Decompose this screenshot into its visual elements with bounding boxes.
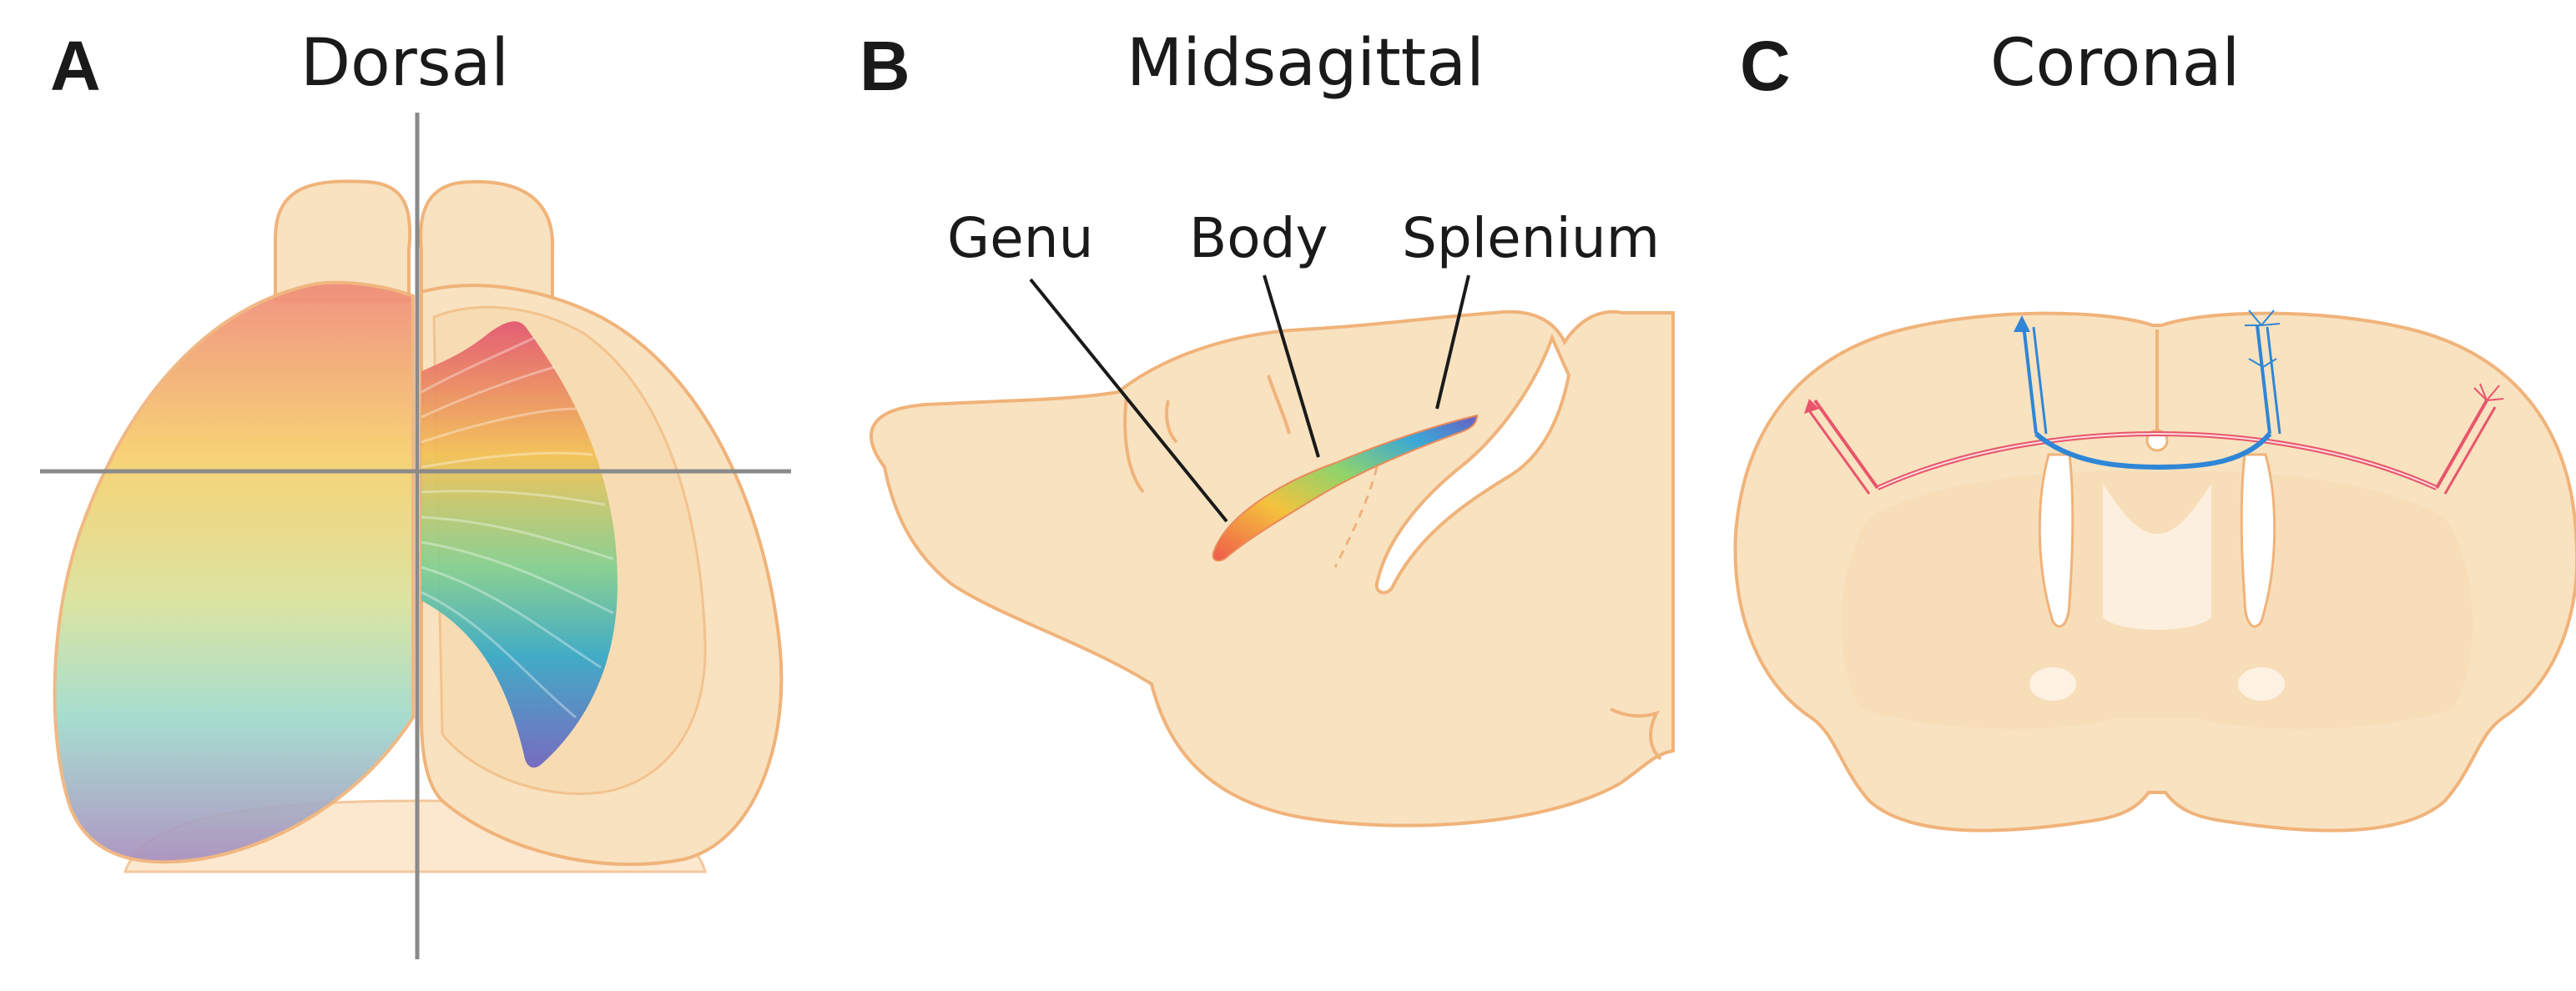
lateral-ventricle [1374,333,1571,595]
callosal-fiber-fan [421,321,618,768]
panel-a-title: Dorsal [300,26,509,101]
splenium-leader-line [1435,274,1470,410]
red-projection-right-2 [2443,406,2497,495]
body-label: Body [1189,206,1328,270]
splenium-label: Splenium [1402,206,1660,270]
red-terminal-arbor [2473,383,2504,401]
blue-terminal-arbor [2245,309,2281,368]
body-leader-line [1263,274,1320,458]
ventricle-left [2038,453,2074,628]
blue-projection-right-2 [2266,326,2281,435]
left-hemisphere [53,280,415,864]
panel-a-letter: A [50,27,101,105]
callosal-band-highlight [1877,432,2437,489]
genu-leader-line [1029,278,1228,523]
olfactory-bulb-left [274,179,412,302]
panel-b: B Midsagittal Genu Body Splenium [860,26,1675,828]
red-projection-right [2435,400,2488,489]
panel-a: A Dorsal [40,26,791,959]
blue-arrowhead-left [2014,315,2030,332]
panel-b-title: Midsagittal [1127,26,1485,101]
genu-label: Genu [947,206,1093,270]
panel-b-letter: B [860,27,910,105]
sulcus-2 [1267,375,1291,435]
panel-c: C Coronal [1733,26,2576,833]
nucleus-left [2029,667,2076,701]
sulcus-1 [1123,395,1145,494]
blue-projection-left-2 [2032,326,2048,435]
red-arrowhead-left [1804,399,1819,414]
panel-c-title: Coronal [1990,26,2240,101]
septal-area [2103,484,2211,630]
olfactory-bulb-right [419,179,555,302]
red-projection-left-2 [1805,406,1871,495]
blue-projection-left [2022,324,2038,435]
panel-c-letter: C [1740,27,1791,105]
sulcus-3 [1165,400,1178,444]
corpus-callosum [1212,414,1479,562]
red-projection-left [1813,399,1879,490]
brainstem-notch [1610,707,1662,761]
blue-projection-right [2256,324,2271,435]
nucleus-right [2238,667,2285,701]
fiber-striations [421,336,614,719]
fornix-dashed [1333,466,1379,568]
ventricle-right [2240,453,2276,628]
callosal-band-blue [2034,431,2272,470]
sagittal-brain [870,309,1675,828]
